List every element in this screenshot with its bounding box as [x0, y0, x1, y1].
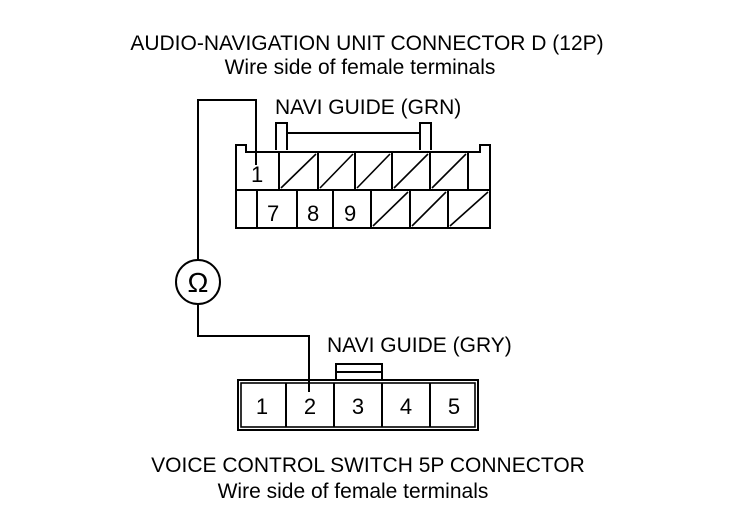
audio-navigation-connector [235, 122, 491, 229]
bottom-wire-label: NAVI GUIDE (GRY) [327, 334, 512, 357]
bottom-connector-subtitle: Wire side of female terminals [218, 480, 489, 503]
top-pin-1: 1 [251, 162, 263, 187]
upper-test-lead [197, 99, 257, 260]
top-pin-9: 9 [344, 201, 356, 226]
bottom-pin-3: 3 [352, 394, 364, 419]
voice-control-switch-connector [237, 363, 479, 431]
bottom-connector-title: VOICE CONTROL SWITCH 5P CONNECTOR [151, 454, 585, 477]
top-connector-subtitle: Wire side of female terminals [225, 56, 496, 79]
bottom-pin-5: 5 [448, 394, 460, 419]
top-wire-label: NAVI GUIDE (GRN) [275, 96, 461, 119]
bottom-pin-4: 4 [400, 394, 412, 419]
lower-test-lead [197, 304, 310, 392]
top-connector-title: AUDIO-NAVIGATION UNIT CONNECTOR D (12P) [130, 32, 603, 55]
bottom-pin-2: 2 [304, 394, 316, 419]
ohmmeter-icon: Ω [175, 259, 221, 305]
ohm-symbol: Ω [188, 267, 209, 298]
top-pin-7: 7 [267, 201, 279, 226]
bottom-pin-1: 1 [256, 394, 268, 419]
top-pin-8: 8 [307, 201, 319, 226]
